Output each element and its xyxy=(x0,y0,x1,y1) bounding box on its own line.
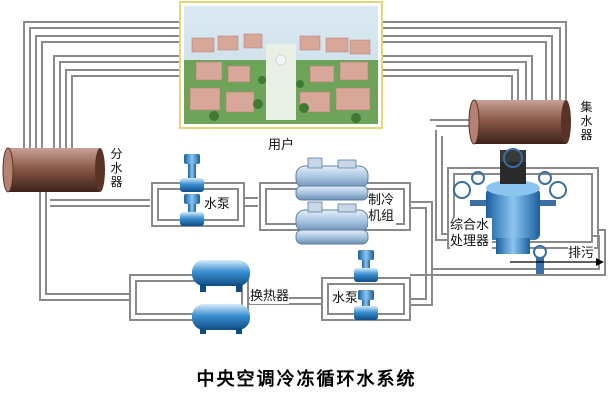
valve-wheel-icon xyxy=(453,148,567,199)
distributor-label: 分水器 xyxy=(110,147,123,189)
pump-icon xyxy=(354,290,378,320)
water-treatment-unit xyxy=(453,148,567,274)
chiller-unit-icon xyxy=(295,157,369,201)
chiller-group xyxy=(295,157,369,245)
pump-icon xyxy=(354,250,378,282)
water-treatment-label: 综合水处理器 xyxy=(450,218,492,250)
drain-label: 排污 xyxy=(568,246,595,261)
pump-icon xyxy=(180,194,204,226)
chiller-label: 制冷机组 xyxy=(368,193,396,225)
pump-top-label: 水泵 xyxy=(204,197,231,212)
diagram-caption: 中央空调冷冻循环水系统 xyxy=(196,369,417,390)
heat-exchanger-icon xyxy=(192,304,250,334)
heat-exchanger-label: 换热器 xyxy=(250,289,290,304)
collector-label: 集水器 xyxy=(580,100,593,142)
distributor-vessel xyxy=(2,147,105,193)
pump-icon xyxy=(180,154,204,192)
pump-bottom-label: 水泵 xyxy=(332,291,359,306)
heat-exchanger-icon xyxy=(192,260,250,292)
pump-bottom-group xyxy=(354,250,378,320)
drain-arrow-icon xyxy=(510,258,604,266)
drain-valve-icon xyxy=(533,245,547,274)
pump-top-group xyxy=(180,154,204,226)
heat-exchanger-group xyxy=(192,260,250,334)
user-building-image xyxy=(179,1,383,129)
user-label: 用户 xyxy=(268,138,295,153)
pipe-network xyxy=(23,21,606,321)
chiller-unit-icon xyxy=(295,201,369,245)
collector-vessel xyxy=(468,99,571,145)
